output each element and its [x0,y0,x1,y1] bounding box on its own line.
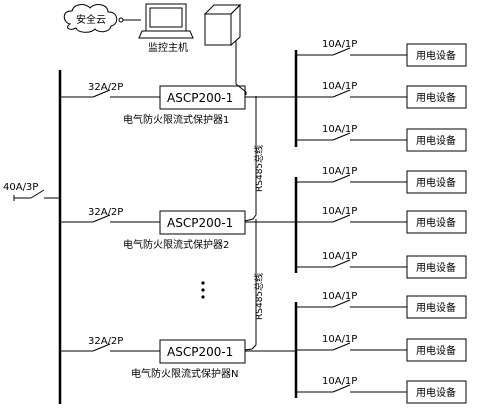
branch-n [60,343,296,352]
main-breaker-contact [30,189,45,199]
device-label: 用电设备 [416,49,456,62]
device-label: 用电设备 [416,216,456,229]
main-breaker-label: 40A/3P [3,182,38,193]
load-breaker-label: 10A/1P [322,124,357,135]
protector-model-1: ASCP200-1 [167,91,233,105]
protector-box-2 [159,210,246,235]
load-breaker-label: 10A/1P [322,251,357,262]
load-lines-n [296,299,407,393]
cloud-link-terminal [118,17,124,23]
rs485-bus-tap-n [244,344,257,351]
device-label: 用电设备 [416,91,456,104]
load-breaker-label: 10A/1P [322,376,357,387]
device-label: 用电设备 [416,344,456,357]
cloud-icon [63,4,118,33]
protector-breaker-label-n: 32A/2P [88,336,123,347]
protector-breaker-label-2: 32A/2P [88,207,123,218]
laptop-icon [138,3,194,39]
load-breaker-label: 10A/1P [322,334,357,345]
load-breaker-label: 10A/1P [322,291,357,302]
load-breaker-label: 10A/1P [322,206,357,217]
device-label: 用电设备 [416,301,456,314]
device-boxes [406,43,467,404]
protector-model-2: ASCP200-1 [167,216,233,230]
protector-caption-n: 电气防火限流式保护器N [131,367,238,380]
protector-model-n: ASCP200-1 [167,345,233,359]
rs485-bus-tap-2 [244,214,257,222]
protector-box-n [159,339,246,364]
load-breaker-label: 10A/1P [322,166,357,177]
rs485-lower-label: RS485总线 [253,273,265,320]
rs485-bus-segment-1 [235,83,247,95]
device-label: 用电设备 [416,261,456,274]
protector-breaker-label-1: 32A/2P [88,82,123,93]
branch-2 [60,214,296,223]
tower-pc-icon [203,3,242,47]
device-label: 用电设备 [416,386,456,399]
protector-caption-1: 电气防火限流式保护器1 [123,113,229,126]
branch-1 [60,89,296,98]
load-breaker-label: 10A/1P [322,81,357,92]
device-label: 用电设备 [416,134,456,147]
load-lines-1 [296,47,407,141]
rs485-upper-label: RS485总线 [253,145,265,192]
protector-box-1 [159,85,246,110]
protector-caption-2: 电气防火限流式保护器2 [123,238,229,251]
cloud-label: 安全云 [76,13,106,26]
load-lines-2 [296,174,407,268]
continuation-dots [201,281,205,299]
host-label: 监控主机 [148,41,188,54]
load-breaker-label: 10A/1P [322,39,357,50]
device-label: 用电设备 [416,176,456,189]
